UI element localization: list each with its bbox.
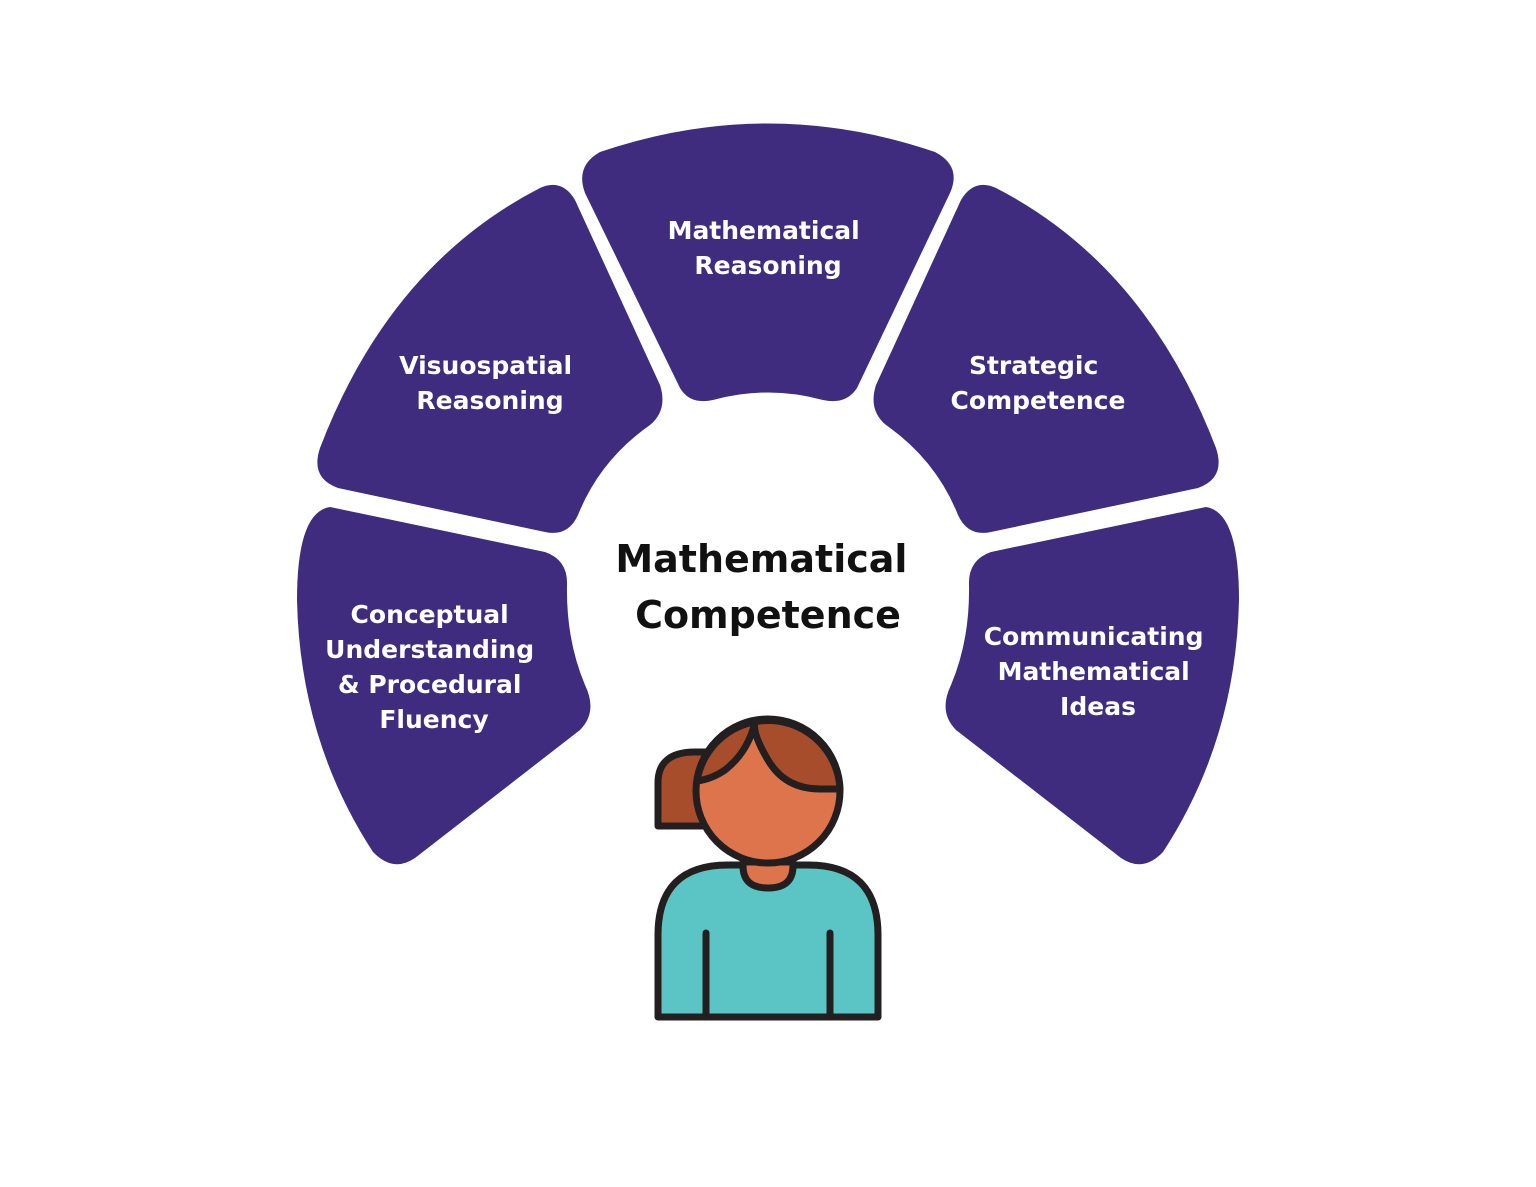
segment-conceptual-understanding	[297, 507, 591, 865]
label-line: Reasoning	[416, 386, 563, 415]
segment-strategic-competence	[873, 184, 1219, 533]
segments-group	[297, 123, 1239, 865]
neck	[739, 858, 797, 892]
center-title: Mathematical Competence	[615, 537, 920, 637]
shirt	[654, 861, 882, 1021]
label-line: Mathematical	[668, 216, 860, 245]
segment-communicating-ideas	[945, 507, 1239, 865]
segment-label-communicating: Communicating Mathematical Ideas	[984, 622, 1212, 721]
label-line: Conceptual	[351, 600, 509, 629]
center-title-line2: Competence	[635, 593, 901, 637]
segment-visuospatial-reasoning	[317, 184, 663, 533]
segment-mathematical-reasoning	[582, 123, 954, 402]
segment-label-mathematical-reasoning: Mathematical Reasoning	[668, 216, 869, 280]
hair-cap	[693, 717, 844, 793]
segment-label-conceptual: Conceptual Understanding & Procedural Fl…	[325, 600, 543, 734]
label-line: Understanding	[325, 635, 534, 664]
label-line: & Procedural	[338, 670, 522, 699]
label-line: Competence	[951, 386, 1126, 415]
center-title-line1: Mathematical	[615, 537, 907, 581]
label-line: Reasoning	[694, 251, 841, 280]
segment-label-visuospatial: Visuospatial Reasoning	[399, 351, 581, 415]
segment-label-strategic: Strategic Competence	[951, 351, 1126, 415]
student-person-icon	[654, 715, 882, 1021]
label-line: Visuospatial	[399, 351, 572, 380]
label-line: Fluency	[379, 705, 488, 734]
label-line: Communicating	[984, 622, 1204, 651]
label-line: Mathematical	[998, 657, 1190, 686]
label-line: Ideas	[1060, 692, 1136, 721]
label-line: Strategic	[969, 351, 1098, 380]
